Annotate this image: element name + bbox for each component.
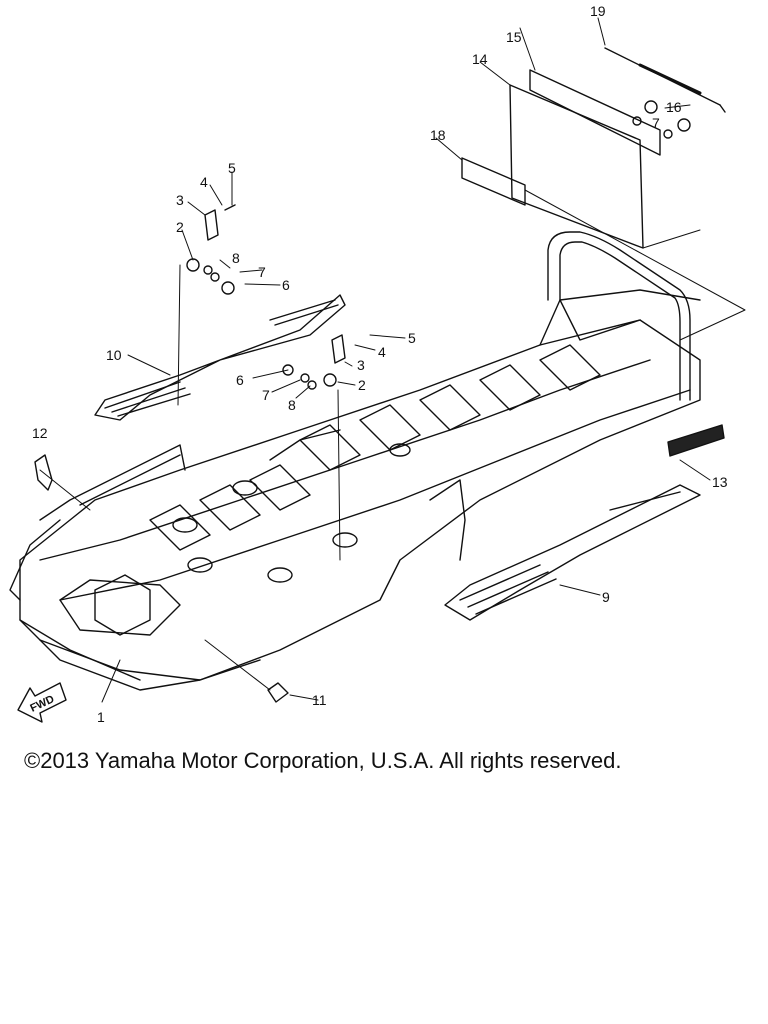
callout-6-upper: 6	[282, 277, 290, 293]
hinge-bracket-upper	[177, 204, 236, 406]
callout-2-upper: 2	[176, 219, 184, 235]
exploded-parts-diagram: FWD	[9, 3, 746, 725]
callout-7-middle: 7	[262, 387, 270, 403]
plate-fasteners	[632, 100, 691, 139]
callout-9: 9	[602, 589, 610, 605]
plate-14	[509, 84, 644, 249]
callout-8-middle: 8	[288, 397, 296, 413]
running-board-left	[94, 294, 346, 421]
callout-15: 15	[506, 29, 522, 45]
callout-3-upper: 3	[176, 192, 184, 208]
hinge-bracket-middle	[282, 334, 346, 561]
clip-11	[204, 639, 289, 703]
callout-14: 14	[472, 51, 488, 67]
fwd-arrow: FWD	[17, 682, 67, 723]
bracket-15	[529, 69, 661, 156]
callout-5-upper: 5	[228, 160, 236, 176]
callout-13: 13	[712, 474, 728, 490]
callout-18: 18	[430, 127, 446, 143]
callout-6-middle: 6	[236, 372, 244, 388]
callout-8-upper: 8	[232, 250, 240, 266]
bracket-18	[461, 157, 526, 206]
callout-7-plate: 7	[652, 115, 660, 131]
callout-19: 19	[590, 3, 606, 19]
callout-labels: 1 2 2 3 3 4 4 5 5 6 6 7 7 7 8 8 9 10 11 …	[32, 3, 728, 725]
callout-7-upper: 7	[258, 264, 266, 280]
frame-body	[9, 289, 701, 691]
emblem-13	[667, 424, 725, 457]
callout-5-middle: 5	[408, 330, 416, 346]
callout-4-upper: 4	[200, 174, 208, 190]
callout-2-middle: 2	[358, 377, 366, 393]
leader-lines	[101, 17, 711, 703]
callout-10: 10	[106, 347, 122, 363]
spring-19	[604, 47, 726, 113]
callout-16: 16	[666, 99, 682, 115]
running-board-right	[444, 484, 701, 621]
rear-grab-bar	[547, 231, 691, 401]
callout-1: 1	[97, 709, 105, 725]
license-plate-bracket	[461, 69, 746, 341]
callout-12: 12	[32, 425, 48, 441]
callout-3-middle: 3	[357, 357, 365, 373]
copyright-notice: ©2013 Yamaha Motor Corporation, U.S.A. A…	[24, 748, 622, 773]
clip-12	[34, 454, 91, 511]
callout-4-middle: 4	[378, 344, 386, 360]
callout-11: 11	[312, 692, 327, 708]
